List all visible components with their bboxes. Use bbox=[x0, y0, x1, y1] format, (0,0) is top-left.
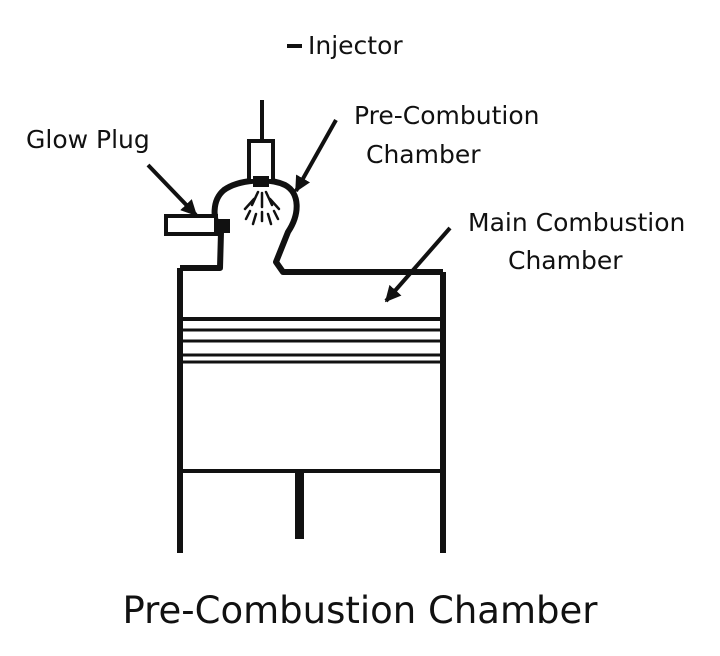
glow-plug-label: Glow Plug bbox=[26, 125, 150, 154]
fuel-spray bbox=[243, 190, 281, 226]
connecting-rod bbox=[295, 471, 304, 539]
injector-body bbox=[247, 139, 275, 183]
pre-combustion-label-line-1: Pre-Combution bbox=[354, 101, 540, 130]
glow-plug-pointer bbox=[146, 163, 198, 217]
pre-combustion-pointer bbox=[294, 119, 338, 193]
injector-nozzle bbox=[253, 176, 269, 187]
injector-label: Injector bbox=[308, 31, 403, 60]
glow-plug-tip bbox=[214, 219, 230, 233]
glow-plug-body bbox=[164, 214, 218, 236]
main-combustion-label-line-1: Main Combustion bbox=[468, 208, 686, 237]
main-combustion-pointer bbox=[384, 226, 452, 303]
pre-combustion-label-line-2: Chamber bbox=[366, 140, 481, 169]
diagram-title: Pre-Combustion Chamber bbox=[122, 589, 598, 632]
main-combustion-label-line-2: Chamber bbox=[508, 246, 623, 275]
